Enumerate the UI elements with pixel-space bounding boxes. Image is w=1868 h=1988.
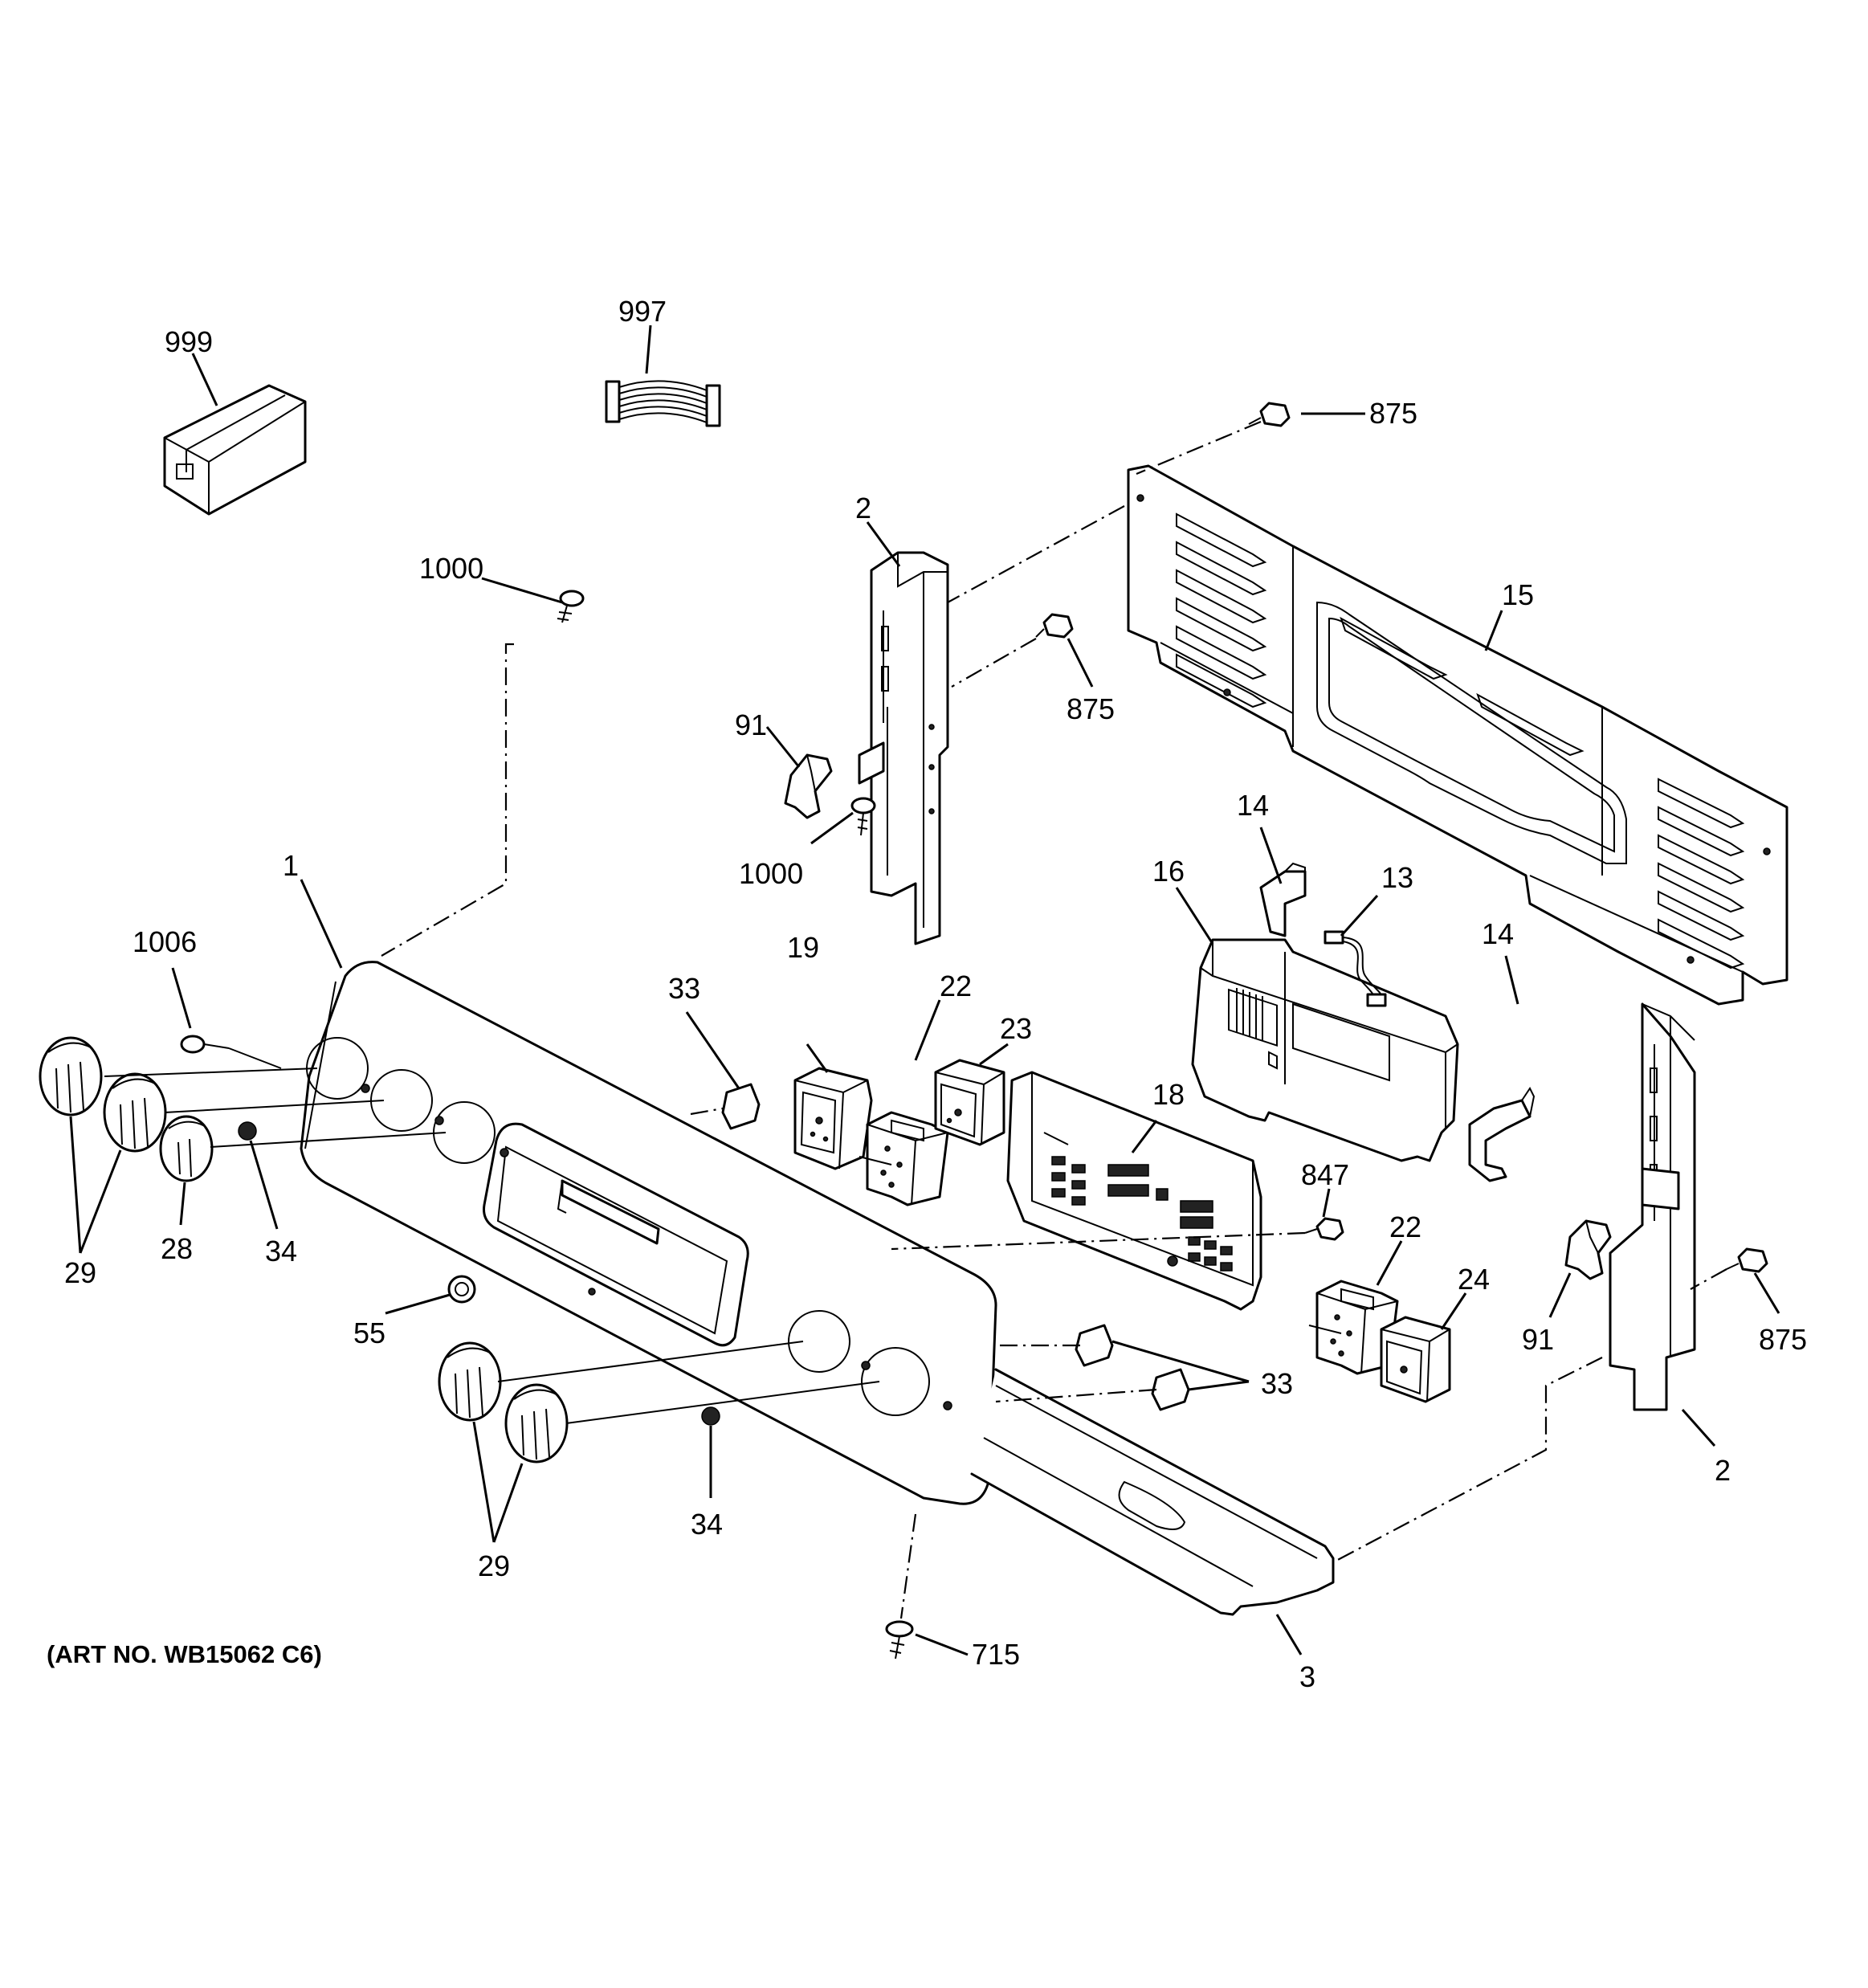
callout-1: 1 xyxy=(283,849,299,882)
callout-14: 14 xyxy=(1482,917,1514,950)
part-91-clip-right xyxy=(1564,1219,1612,1280)
part-23-switch xyxy=(934,1059,1005,1146)
part-22-switch-bottom xyxy=(1308,1280,1399,1375)
screw-1000-bracket xyxy=(850,797,876,836)
assembly-lines xyxy=(104,420,1727,1619)
callout-23: 23 xyxy=(1000,1012,1032,1045)
part-1-control-panel xyxy=(300,961,997,1505)
knob-29-a xyxy=(39,1036,103,1116)
part-19-switch xyxy=(793,1067,873,1170)
callout-18: 18 xyxy=(1152,1078,1185,1111)
knob-29-b xyxy=(103,1072,167,1153)
callout-875: 875 xyxy=(1369,397,1417,430)
part-16-control-board xyxy=(1191,938,1459,1162)
callout-14: 14 xyxy=(1237,789,1269,822)
callout-34: 34 xyxy=(265,1235,297,1268)
screw-875-middle xyxy=(1035,613,1074,639)
panel-dial-markings xyxy=(306,1037,952,1416)
panel-louvers-right xyxy=(1658,778,1745,970)
callout-19: 19 xyxy=(787,931,819,964)
knob-29-d xyxy=(504,1383,569,1463)
part-33-lamp-a xyxy=(721,1083,761,1130)
part-13-wire xyxy=(1324,930,1387,1007)
callout-91: 91 xyxy=(1522,1323,1554,1356)
part-33-lamp-b xyxy=(1075,1324,1114,1367)
part-2-side-bracket-left xyxy=(858,551,949,945)
screw-847 xyxy=(1304,1217,1344,1241)
part-2-side-bracket-right xyxy=(1609,1002,1696,1411)
callouts: 999 997 875 2 1000 15 875 91 1000 14 13 … xyxy=(64,295,1807,1693)
callout-2: 2 xyxy=(1715,1454,1731,1487)
part-24-switch xyxy=(1380,1316,1451,1403)
callout-29: 29 xyxy=(478,1549,510,1582)
part-14-bracket-right xyxy=(1468,1087,1536,1182)
part-22-switch-top xyxy=(859,1111,949,1206)
callout-29: 29 xyxy=(64,1256,96,1289)
callout-875: 875 xyxy=(1759,1323,1807,1356)
knob-29-c xyxy=(438,1341,502,1422)
part-18-touch-panel xyxy=(1006,1071,1262,1311)
part-14-bracket-left xyxy=(1259,862,1307,937)
callout-16: 16 xyxy=(1152,855,1185,888)
callout-55: 55 xyxy=(353,1316,385,1349)
callout-34: 34 xyxy=(691,1508,723,1541)
board-grid xyxy=(1236,988,1263,1041)
screw-875-top xyxy=(1248,402,1291,427)
part-15-rear-panel xyxy=(1127,464,1788,1006)
part-999-box xyxy=(163,384,307,516)
callout-13: 13 xyxy=(1381,861,1413,894)
callout-715: 715 xyxy=(972,1638,1020,1671)
panel-keypad xyxy=(1051,1156,1233,1272)
leader-lines xyxy=(69,325,1780,1656)
callout-28: 28 xyxy=(161,1232,193,1265)
screw-875-right xyxy=(1726,1247,1768,1273)
part-34-clip-b xyxy=(701,1406,720,1426)
panel-louvers-left xyxy=(1176,512,1267,708)
callout-2: 2 xyxy=(855,492,871,525)
art-number: (ART NO. WB15062 C6) xyxy=(47,1640,322,1668)
part-91-clip-left xyxy=(784,753,833,819)
callout-91: 91 xyxy=(735,708,767,741)
screw-1006 xyxy=(180,1035,230,1054)
part-33-lamp-c xyxy=(1151,1368,1190,1411)
knob-28 xyxy=(159,1115,214,1182)
screw-715 xyxy=(885,1620,914,1659)
callout-999: 999 xyxy=(165,325,213,358)
callout-33: 33 xyxy=(668,972,700,1005)
callout-1006: 1006 xyxy=(133,925,197,958)
part-3-trim xyxy=(970,1368,1335,1616)
callout-15: 15 xyxy=(1502,578,1534,611)
callout-1000: 1000 xyxy=(419,552,483,585)
callout-875: 875 xyxy=(1067,692,1115,725)
callout-1000: 1000 xyxy=(739,857,803,890)
callout-22: 22 xyxy=(940,970,972,1002)
part-997-harness xyxy=(605,380,721,427)
callout-997: 997 xyxy=(618,295,667,328)
callout-24: 24 xyxy=(1458,1263,1490,1296)
part-55-plug xyxy=(447,1275,476,1304)
screw-1000-top xyxy=(557,590,585,623)
callout-22: 22 xyxy=(1389,1210,1421,1243)
callout-33: 33 xyxy=(1261,1367,1293,1400)
callout-3: 3 xyxy=(1299,1660,1315,1693)
part-34-clip-a xyxy=(238,1121,257,1141)
callout-847: 847 xyxy=(1301,1158,1349,1191)
